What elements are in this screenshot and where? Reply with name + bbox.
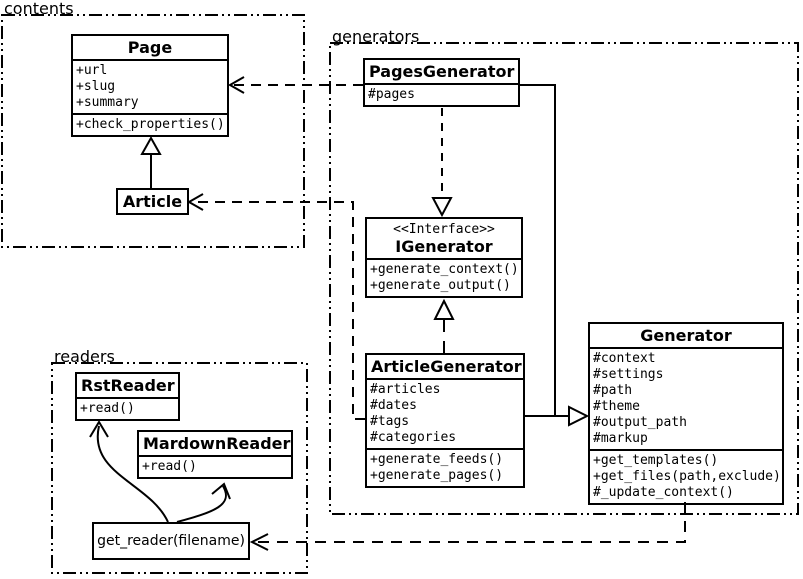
class-member: +check_properties() — [76, 117, 225, 132]
class-box-article-generator: ArticleGenerator #articles#dates#tags#ca… — [365, 353, 525, 488]
class-member: #theme — [593, 399, 640, 414]
dependency-arrow-generator-to-getreader — [249, 502, 686, 551]
class-member: +summary — [76, 95, 139, 110]
class-member: +get_files(path,exclude) — [593, 469, 781, 484]
class-methods-rst-reader: +read() — [77, 397, 178, 419]
class-member: +generate_pages() — [370, 468, 504, 483]
class-member: #categories — [370, 430, 457, 445]
class-box-page: Page +url+slug+summary +check_properties… — [71, 34, 229, 137]
class-title-mardown-reader: MardownReader — [143, 434, 291, 453]
class-methods-generator: +get_templates()+get_files(path,exclude)… — [590, 449, 782, 503]
function-box-get-reader: get_reader(filename) — [92, 522, 250, 560]
inheritance-arrow-article-to-page — [140, 135, 162, 188]
class-methods-page: +check_properties() — [73, 113, 227, 135]
class-member: #markup — [593, 431, 648, 446]
class-box-generator: Generator #context#settings#path#theme#o… — [588, 322, 784, 505]
class-member: #output_path — [593, 415, 687, 430]
class-member: #articles — [370, 382, 441, 397]
package-label-contents: contents — [4, 0, 74, 18]
class-methods-mardown-reader: +read() — [139, 455, 291, 477]
dependency-arrow-articlegenerator-to-article — [186, 193, 365, 420]
class-member: +get_templates() — [593, 453, 719, 468]
class-attributes-article-generator: #articles#dates#tags#categories — [367, 378, 523, 448]
class-title-igenerator: IGenerator — [395, 237, 493, 256]
class-member: +generate_output() — [370, 278, 511, 293]
class-title-page: Page — [127, 38, 173, 57]
dependency-arrow-pagesgenerator-to-page — [227, 76, 363, 94]
class-member: #dates — [370, 398, 417, 413]
class-member: +url — [76, 63, 108, 78]
class-box-mardown-reader: MardownReader +read() — [137, 430, 293, 479]
class-box-pages-generator: PagesGenerator #pages — [363, 58, 520, 107]
class-member: +read() — [142, 459, 197, 474]
package-label-readers: readers — [54, 347, 115, 366]
class-title-rst-reader: RstReader — [81, 376, 175, 395]
class-box-article: Article — [116, 188, 189, 215]
class-attributes-pages-generator: #pages — [365, 83, 518, 105]
class-member: #tags — [370, 414, 410, 429]
class-methods-article-generator: +generate_feeds()+generate_pages() — [367, 448, 523, 486]
class-member: +generate_context() — [370, 262, 519, 277]
class-methods-igenerator: +generate_context()+generate_output() — [367, 258, 521, 296]
class-attributes-page: +url+slug+summary — [73, 59, 227, 113]
class-member: #context — [593, 351, 656, 366]
class-box-igenerator: <<Interface>> IGenerator +generate_conte… — [365, 217, 523, 298]
class-box-rst-reader: RstReader +read() — [75, 372, 180, 421]
class-title-generator: Generator — [640, 326, 732, 345]
class-title-pages-generator: PagesGenerator — [369, 62, 515, 81]
class-member: #settings — [593, 367, 664, 382]
arrow-getreader-to-mardownreader — [176, 482, 231, 523]
class-title-article: Article — [122, 192, 183, 211]
class-member: +slug — [76, 79, 116, 94]
class-member: +generate_feeds() — [370, 452, 504, 467]
class-member: #_update_context() — [593, 485, 734, 500]
class-member: #pages — [368, 87, 415, 102]
class-attributes-generator: #context#settings#path#theme#output_path… — [590, 347, 782, 449]
inheritance-arrow-generators-to-generator — [520, 84, 590, 427]
package-label-generators: generators — [332, 27, 420, 46]
class-member: #path — [593, 383, 633, 398]
stereotype-interface: <<Interface>> — [393, 222, 495, 237]
realization-arrow-pagesgenerator-to-igenerator — [431, 108, 453, 218]
function-label-get-reader: get_reader(filename) — [97, 533, 245, 549]
class-member: +read() — [80, 401, 135, 416]
realization-arrow-articlegenerator-to-igenerator — [433, 298, 455, 353]
class-title-article-generator: ArticleGenerator — [371, 357, 522, 376]
